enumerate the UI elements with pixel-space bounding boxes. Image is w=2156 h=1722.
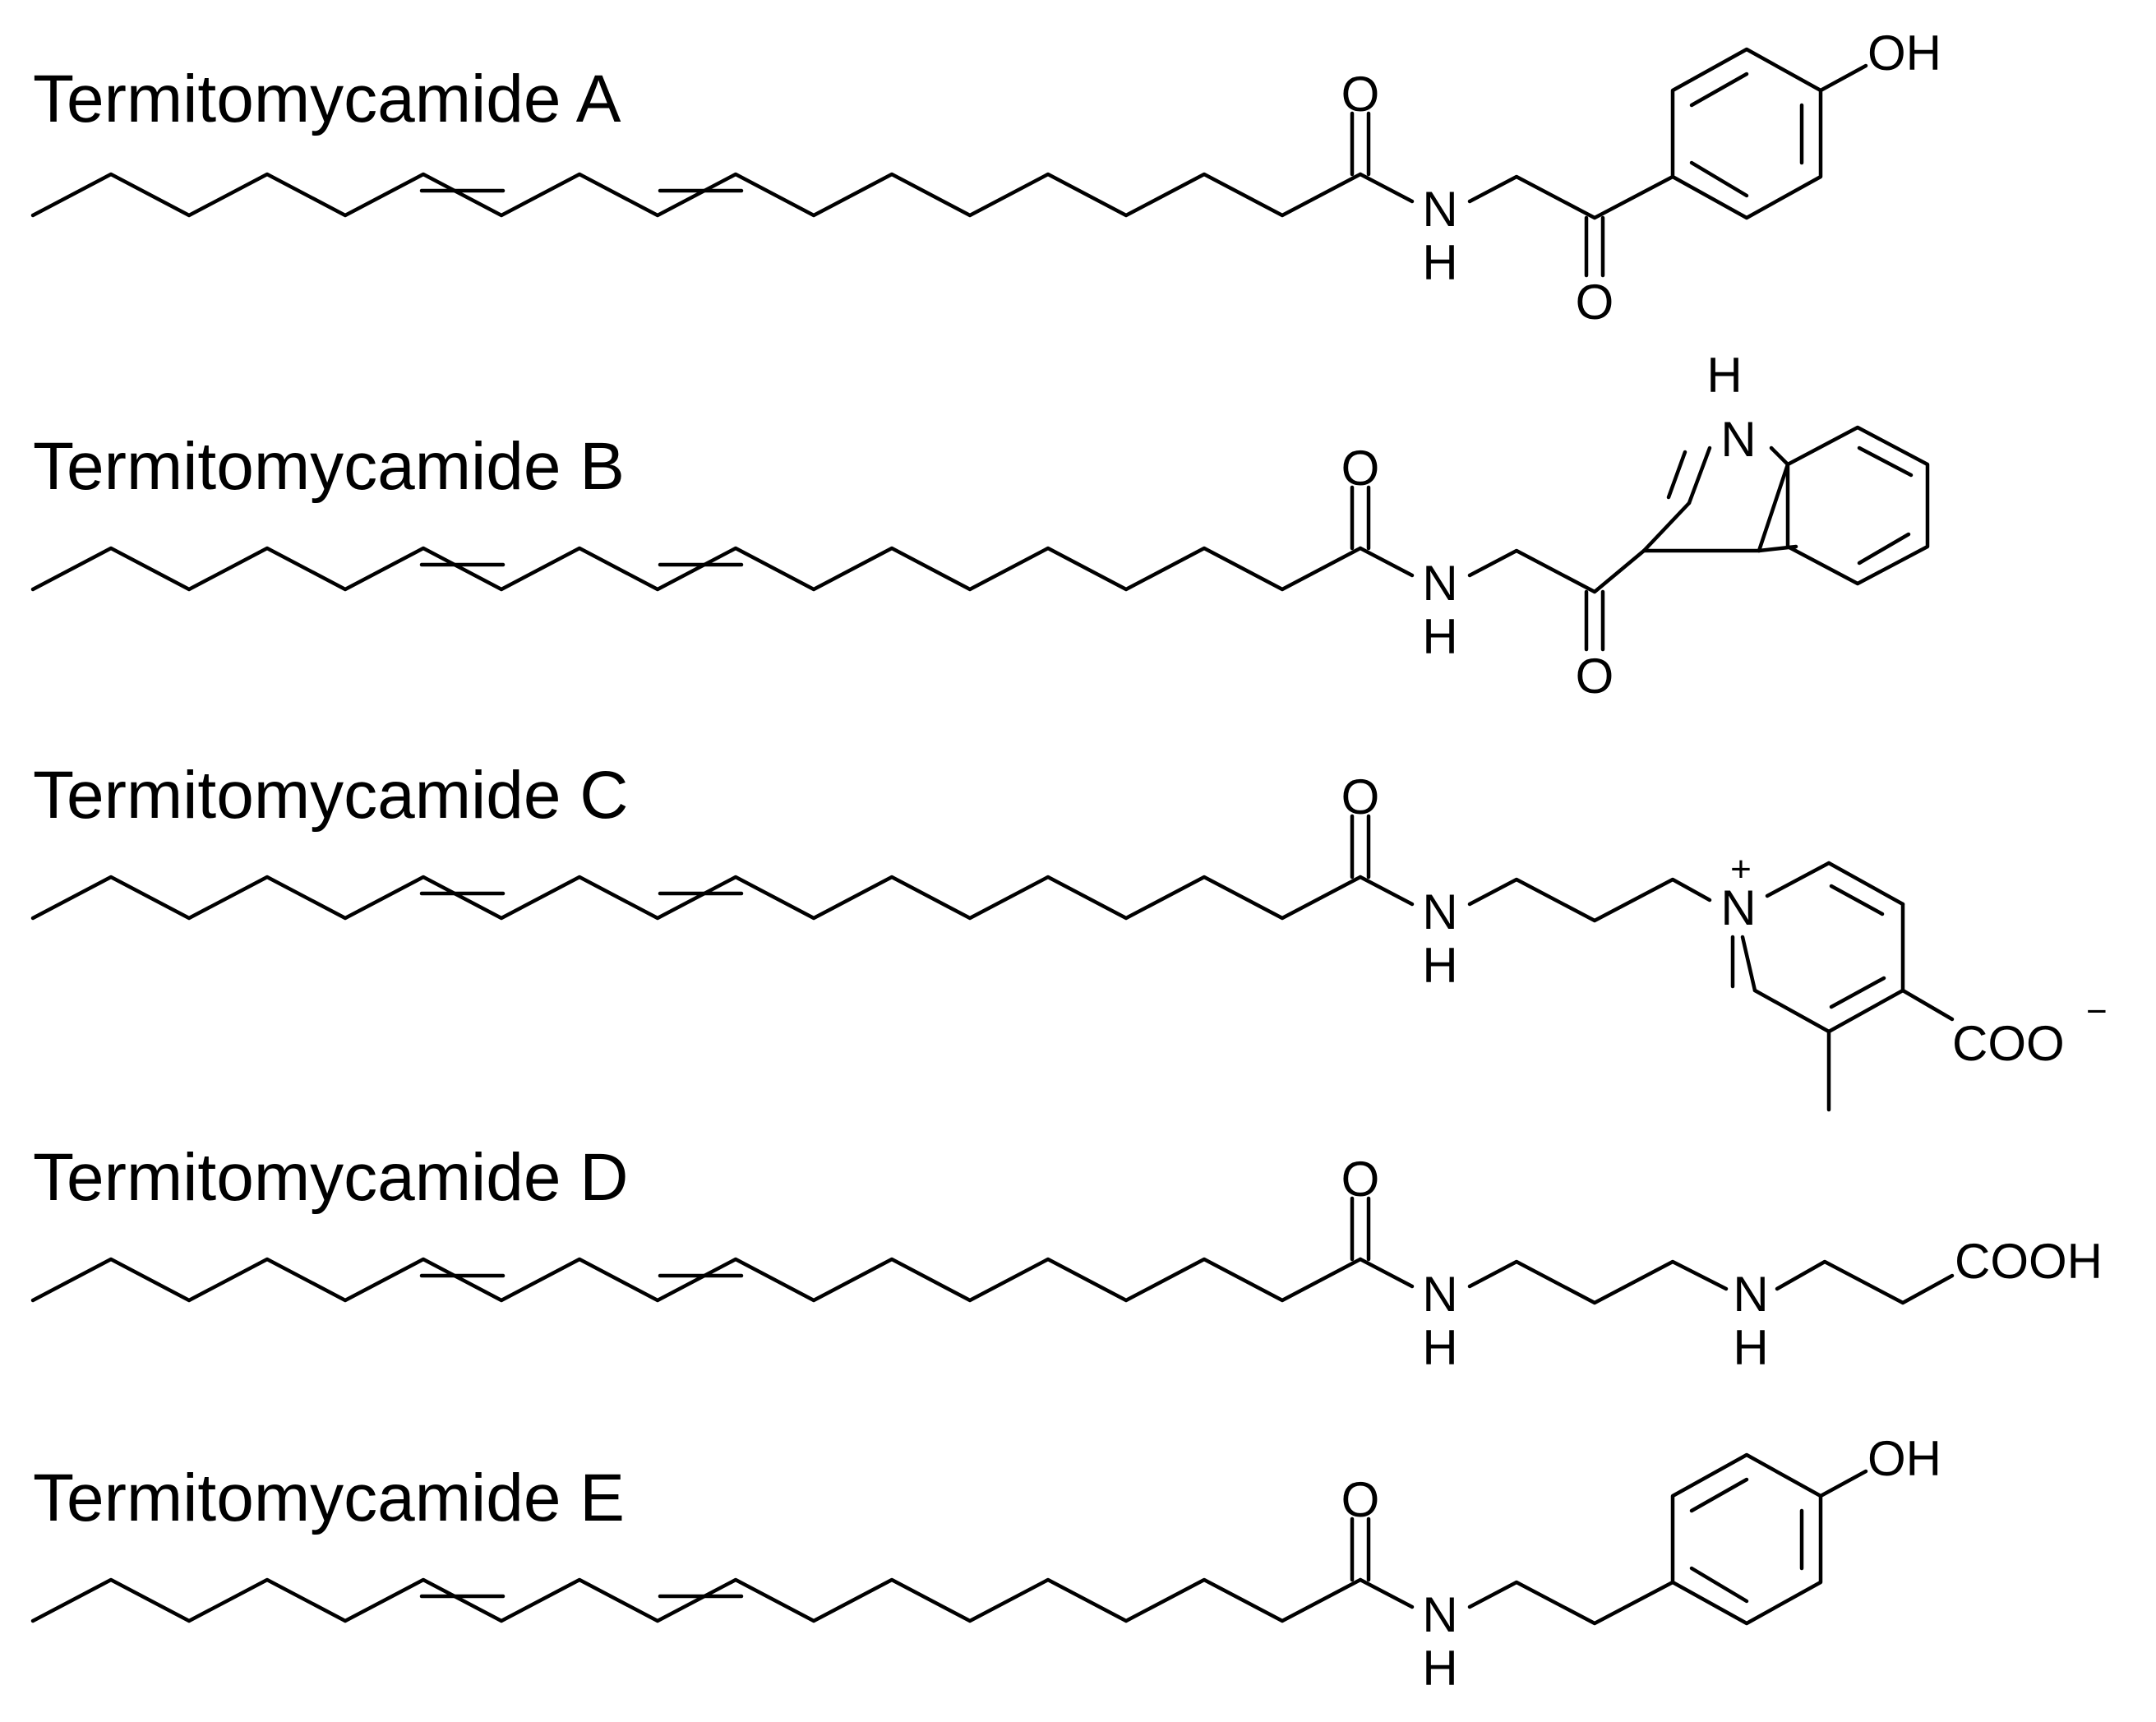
compound-c-plus-charge: + bbox=[1730, 849, 1752, 889]
compound-e-bonds bbox=[30, 1452, 1868, 1626]
fatty-acyl-chain bbox=[30, 1196, 1415, 1303]
compound-b-amide-o: O bbox=[1341, 441, 1380, 496]
compound-d: Termitomycamide D O N H N H COOH bbox=[30, 1140, 2103, 1375]
compound-c-amide-n: N bbox=[1422, 884, 1457, 939]
compound-a-title: Termitomycamide A bbox=[33, 62, 621, 136]
compound-a-amide-h: H bbox=[1422, 235, 1457, 290]
compound-d-cooh: COOH bbox=[1955, 1234, 2103, 1289]
compound-d-amine-h: H bbox=[1733, 1320, 1768, 1375]
fatty-acyl-chain bbox=[30, 1517, 1415, 1623]
compound-d-amide-o: O bbox=[1341, 1152, 1380, 1207]
compound-e-oh: OH bbox=[1867, 1431, 1941, 1486]
compound-d-bonds bbox=[30, 1196, 1955, 1305]
fatty-acyl-chain bbox=[30, 1517, 1415, 1623]
compound-e-title: Termitomycamide E bbox=[33, 1461, 625, 1535]
compound-a-bonds bbox=[30, 47, 1868, 278]
compound-c-pyridinium-n: N bbox=[1720, 880, 1756, 935]
fatty-acyl-chain bbox=[30, 111, 1415, 218]
fatty-acyl-chain bbox=[30, 485, 1415, 592]
compound-c-coo: COO bbox=[1952, 1016, 2065, 1071]
fatty-acyl-chain bbox=[30, 485, 1415, 592]
compound-e-amide-h: H bbox=[1422, 1641, 1457, 1696]
compound-b-bonds bbox=[30, 425, 1930, 652]
compound-a-oh: OH bbox=[1867, 25, 1941, 81]
compound-b-title: Termitomycamide B bbox=[33, 429, 625, 504]
compound-a-ketone-o: O bbox=[1576, 275, 1614, 330]
compound-d-amide-n: N bbox=[1422, 1267, 1457, 1322]
compound-d-amine-n: N bbox=[1733, 1267, 1768, 1322]
compound-c-minus-charge: − bbox=[2086, 991, 2108, 1032]
compound-d-amide-h: H bbox=[1422, 1320, 1457, 1375]
compound-a-amide-o: O bbox=[1341, 67, 1380, 122]
compound-b-indole-h: H bbox=[1706, 348, 1742, 403]
compound-b: Termitomycamide B bbox=[30, 348, 1930, 704]
compound-c-title: Termitomycamide C bbox=[33, 758, 628, 833]
compound-b-amide-h: H bbox=[1422, 609, 1457, 664]
compound-a: Termitomycamide A O N H O OH bbox=[30, 25, 1941, 330]
compound-b-ketone-o: O bbox=[1576, 649, 1614, 704]
compound-a-amide-n: N bbox=[1422, 182, 1457, 237]
compound-d-title: Termitomycamide D bbox=[33, 1140, 628, 1215]
compound-e-amide-n: N bbox=[1422, 1587, 1457, 1642]
fatty-acyl-chain bbox=[30, 1196, 1415, 1303]
compound-e: Termitomycamide E O N H OH bbox=[30, 1431, 1941, 1696]
compound-c-bonds bbox=[30, 814, 1955, 1112]
fatty-acyl-chain bbox=[30, 814, 1415, 921]
compound-c-amide-h: H bbox=[1422, 938, 1457, 993]
compound-e-amide-o: O bbox=[1341, 1472, 1380, 1527]
compound-b-amide-n: N bbox=[1422, 556, 1457, 611]
fatty-acyl-chain bbox=[30, 814, 1415, 921]
compound-c: Termitomycamide C O N bbox=[30, 758, 2108, 1112]
compound-b-indole-n: N bbox=[1720, 412, 1756, 467]
compound-c-amide-o: O bbox=[1341, 769, 1380, 824]
